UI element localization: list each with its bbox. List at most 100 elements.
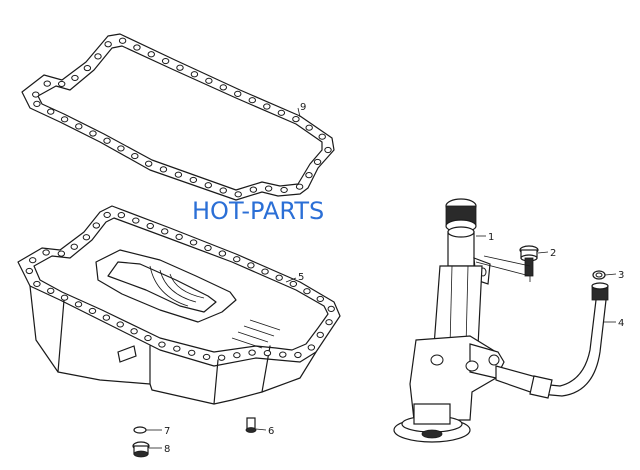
callout-1: 1 [488,232,494,243]
oil-pipe [529,282,609,399]
gasket-bolt-hole [159,166,168,173]
pan-bolt-hole [158,341,166,348]
gasket-bolt-hole [75,123,83,130]
gasket-bolt-hole [144,160,153,167]
gasket-bolt-hole [313,158,322,166]
pan-bolt-hole [60,294,69,301]
callout-7: 7 [164,426,170,437]
pan-bolt-hole [327,305,335,312]
pump-bolt [519,245,539,277]
pan-bolt-hole [130,328,138,335]
pan-bolt-hole [307,344,316,351]
gasket-bolt-hole [219,84,228,91]
pan-bolt-hole [204,244,212,252]
gasket-bolt-hole [205,77,213,84]
pan-bolt-hole [70,243,78,250]
pan-bolt-hole [173,345,181,352]
pan-bolt-hole [74,301,83,308]
gasket-bolt-hole [89,130,97,137]
pan-bolt-hole [217,354,226,361]
gasket-bolt-hole [43,80,51,87]
callout-2: 2 [550,248,556,259]
pan-bolt-hole [218,250,227,257]
gasket-bolt-hole [131,152,139,160]
pan-bolt-hole [189,239,198,246]
gasket-bolt-hole [277,109,286,116]
gasket-bolt-hole [249,186,258,193]
gasket-bolt-hole [234,90,242,97]
gasket-bolt-hole [189,176,198,184]
pan-bolt-hole [316,295,325,303]
gasket-bolt-hole [248,97,256,104]
gasket-bolt-hole [83,64,92,72]
watermark-text: HOT-PARTS [192,197,325,225]
pan-bolt-hole [294,351,302,359]
pan-bolt-hole [92,222,101,229]
pipe-washer [592,270,606,280]
pan-bolt-hole [248,349,256,356]
pan-bolt-hole [42,249,50,256]
pan-bolt-hole [289,280,298,288]
gasket-bolt-hole [190,71,199,78]
pan-bolt-hole [275,274,283,281]
pan-bolt-hole [132,217,140,224]
pan-bolt [245,417,257,433]
gasket-bolt-hole [280,186,288,194]
pan-bolt-hole [316,331,324,338]
pan-bolt-hole [117,212,126,219]
pan-bolt-hole [33,280,41,288]
gasket-bolt-hole [176,64,184,71]
callout-8: 8 [164,444,170,455]
pan-bolt-hole [161,228,169,235]
gasket-bolt-hole [103,137,111,144]
callout-3: 3 [618,270,624,281]
gasket-bolt-hole [117,145,125,152]
pan-bolt-hole [247,262,255,269]
gasket-bolt-hole [147,51,155,58]
gasket-bolt-hole [60,116,69,123]
pan-bolt-hole [187,349,196,356]
gasket-bolt-hole [318,133,326,140]
pan-bolt-hole [57,250,66,257]
pan-bolt-hole [25,267,34,275]
gasket-bolt-hole [234,191,242,198]
gasket-bolt-hole [94,53,102,60]
gasket-bolt-hole [264,185,273,192]
pan-bolt-hole [116,321,124,328]
gasket-bolt-hole [263,103,271,110]
gasket-bolt-hole [219,187,227,194]
gasket-bolt-hole [32,91,40,98]
gasket-bolt-hole [118,37,127,44]
pan-bolt-hole [202,353,211,361]
callout-6: 6 [268,426,274,437]
gasket-bolt-hole [133,44,141,51]
pan-bolt-hole [146,222,154,230]
pan-bolt-hole [233,352,241,359]
gasket-bolt-hole [305,172,313,179]
pan-bolt-hole [175,233,183,241]
pan-bolt-hole [233,256,241,263]
callout-5: 5 [298,272,304,283]
drain-plug [132,426,150,458]
callout-leaders [146,107,617,449]
gasket-bolt-hole [71,74,79,82]
gasket-bolt-hole [33,100,41,107]
pan-bolt-hole [144,334,152,342]
gasket-bolt-hole [295,183,304,190]
pan-bolt-hole [279,351,287,358]
pan-bolt-hole [82,234,91,241]
callout-4: 4 [618,318,624,329]
pan-bolt-hole [303,288,311,295]
pan-bolt-hole [102,314,111,321]
gasket-bolt-hole [204,182,212,189]
pan-bolt-hole [103,211,111,219]
gasket-bolt-hole [305,124,313,131]
pan-bolt-hole [263,349,272,357]
gasket-bolt-hole [324,146,332,154]
gasket-bolt-hole [161,57,170,65]
gasket-bolt-hole [104,41,112,48]
oil-pan-gasket [21,33,335,201]
oil-pan [17,205,341,405]
